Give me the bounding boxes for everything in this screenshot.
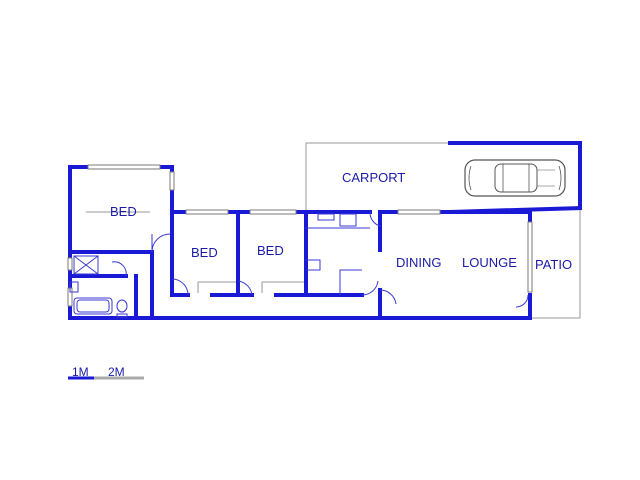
car-icon xyxy=(464,159,566,197)
basin-icon xyxy=(69,281,79,293)
windows xyxy=(67,164,533,307)
room-label-dining: DINING xyxy=(396,255,442,270)
walls xyxy=(68,141,583,320)
bath-icon xyxy=(73,297,113,315)
scale-label-2m: 2M xyxy=(108,365,125,379)
room-label-bed-1: BED xyxy=(110,204,137,219)
kitchen-counter xyxy=(306,213,370,295)
room-label-lounge: LOUNGE xyxy=(462,255,517,270)
room-label-bed-3: BED xyxy=(257,243,284,258)
scale-bar: 1M 2M xyxy=(68,365,144,380)
room-label-bed-2: BED xyxy=(191,245,218,260)
scale-label-1m: 1M xyxy=(72,365,89,379)
toilet-icon xyxy=(116,299,128,318)
cupboards xyxy=(86,211,304,293)
room-label-carport: CARPORT xyxy=(342,170,405,185)
doors xyxy=(111,211,529,308)
room-label-patio: PATIO xyxy=(535,257,572,272)
shower-icon xyxy=(73,255,99,275)
